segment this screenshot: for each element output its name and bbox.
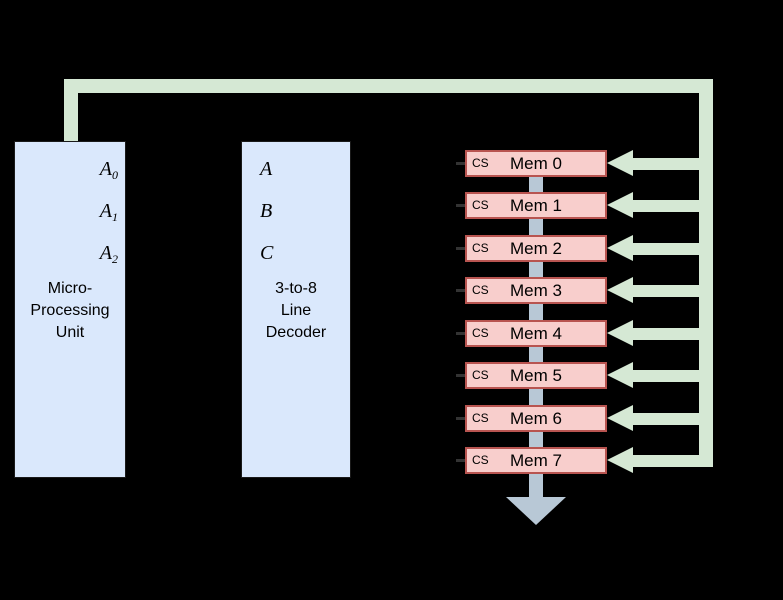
- mem-module-5: CS Mem 5: [456, 362, 607, 389]
- mem-module-4: CS Mem 4: [456, 320, 607, 347]
- arrowhead-left-icon: [607, 320, 633, 346]
- bus-branch-mem-7: [633, 455, 699, 467]
- cs-port-label: CS: [472, 368, 489, 382]
- bus-branch-mem-2: [633, 243, 699, 255]
- mpu-port-a2: A2: [99, 242, 118, 266]
- mem-module-0: CS Mem 0: [456, 150, 607, 177]
- cs-connector-stub: [456, 289, 465, 292]
- bus-segment-mpu-stub: [64, 79, 78, 141]
- cs-connector-stub: [456, 417, 465, 420]
- cs-port-label: CS: [472, 453, 489, 467]
- arrowhead-left-icon: [607, 362, 633, 388]
- arrowhead-left-icon: [607, 192, 633, 218]
- cs-connector-stub: [456, 374, 465, 377]
- arrowhead-down-icon: [506, 497, 566, 525]
- bus-branch-mem-3: [633, 285, 699, 297]
- cs-port-label: CS: [472, 411, 489, 425]
- mem-module-6: CS Mem 6: [456, 405, 607, 432]
- decoder-label: 3-to-8 Line Decoder: [265, 280, 327, 341]
- mem-label: Mem 6: [510, 409, 562, 428]
- mem-module-2: CS Mem 2: [456, 235, 607, 262]
- mpu-label: Micro- Processing Unit: [30, 280, 110, 341]
- cs-port-label: CS: [472, 156, 489, 170]
- decoder-block: A B C 3-to-8 Line Decoder: [241, 141, 351, 478]
- cs-port-label: CS: [472, 326, 489, 340]
- arrowhead-left-icon: [607, 405, 633, 431]
- decoder-port-b: B: [260, 200, 273, 222]
- cs-port-label: CS: [472, 283, 489, 297]
- cs-connector-stub: [456, 204, 465, 207]
- bus-branch-mem-4: [633, 328, 699, 340]
- decoder-port-a: A: [260, 158, 273, 180]
- mem-module-1: CS Mem 1: [456, 192, 607, 219]
- bus-segment-top: [64, 79, 713, 93]
- bus-branch-mem-1: [633, 200, 699, 212]
- cs-connector-stub: [456, 247, 465, 250]
- cs-connector-stub: [456, 332, 465, 335]
- decoder-port-c: C: [260, 242, 274, 264]
- mem-label: Mem 7: [510, 451, 562, 470]
- mpu-port-a0: A0: [99, 158, 118, 182]
- mem-label: Mem 3: [510, 281, 562, 300]
- mpu-block: A0 A1 A2 Micro- Processing Unit: [14, 141, 126, 478]
- mpu-port-a1: A1: [99, 200, 118, 224]
- bus-branch-mem-6: [633, 413, 699, 425]
- bus-branch-mem-0: [633, 158, 699, 170]
- arrowhead-left-icon: [607, 150, 633, 176]
- bus-segment-right-rail: [699, 79, 713, 467]
- mem-label: Mem 0: [510, 154, 562, 173]
- cs-port-label: CS: [472, 241, 489, 255]
- mem-module-7: CS Mem 7: [456, 447, 607, 474]
- cs-connector-stub: [456, 459, 465, 462]
- mem-label: Mem 4: [510, 324, 562, 343]
- bus-branch-mem-5: [633, 370, 699, 382]
- mem-label: Mem 5: [510, 366, 562, 385]
- arrowhead-left-icon: [607, 235, 633, 261]
- mem-label: Mem 1: [510, 196, 562, 215]
- cs-connector-stub: [456, 162, 465, 165]
- arrowhead-left-icon: [607, 277, 633, 303]
- mem-label: Mem 2: [510, 239, 562, 258]
- arrowhead-left-icon: [607, 447, 633, 473]
- mem-module-3: CS Mem 3: [456, 277, 607, 304]
- cs-port-label: CS: [472, 198, 489, 212]
